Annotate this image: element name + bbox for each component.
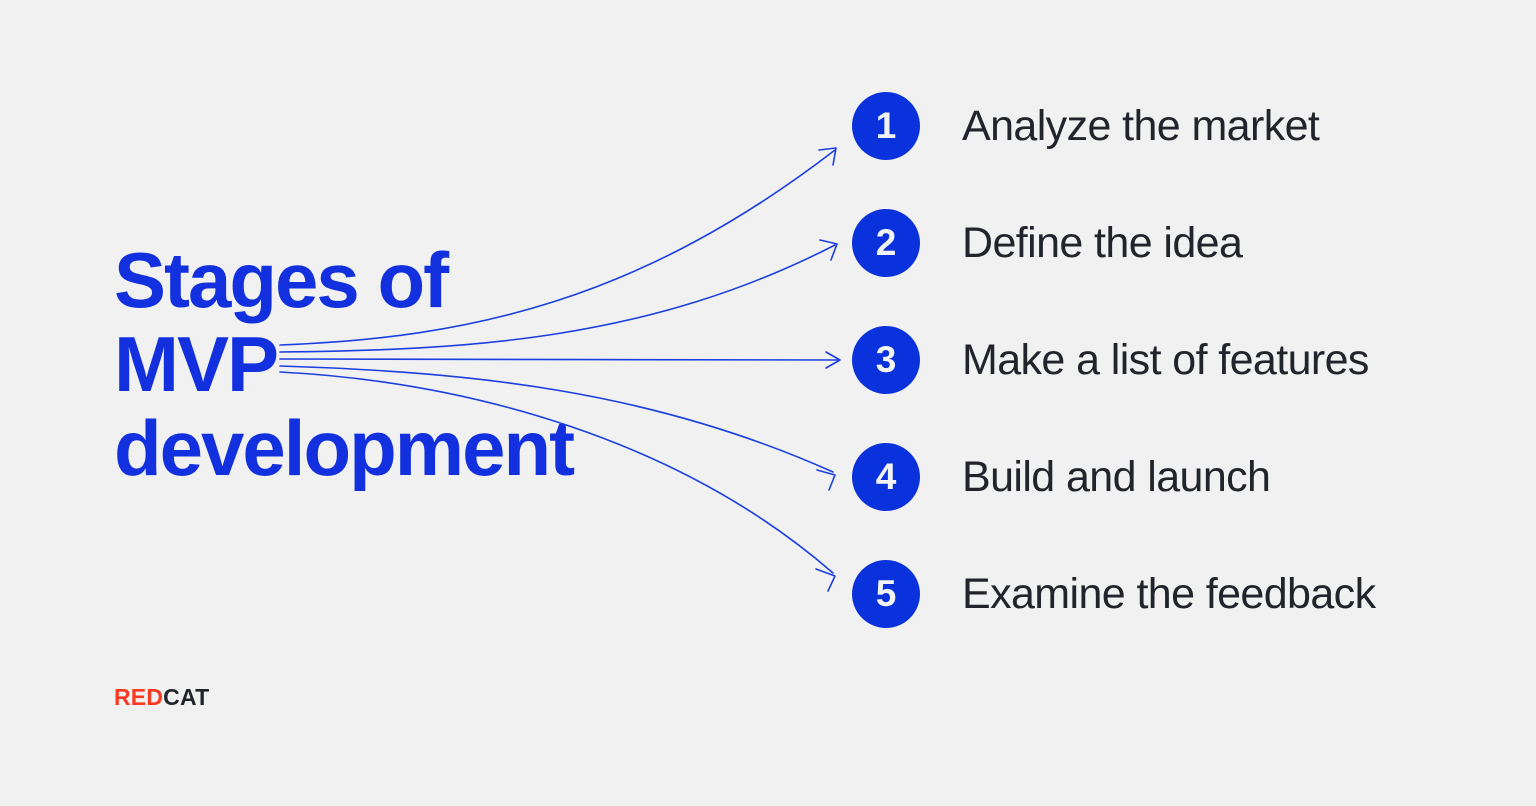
step-number-badge: 4 (852, 443, 920, 511)
connector-arrowhead-2 (819, 239, 838, 261)
step-number-badge: 5 (852, 560, 920, 628)
step-number-badge: 2 (852, 209, 920, 277)
title-line-1: Stages of (114, 236, 449, 324)
title-line-3: development (114, 404, 575, 492)
list-item[interactable]: 2 Define the idea (852, 209, 1512, 326)
step-number-badge: 3 (852, 326, 920, 394)
step-label: Build and launch (962, 453, 1271, 501)
brand-logo[interactable]: REDCAT (114, 686, 209, 709)
connector-arrowhead-5 (815, 568, 836, 592)
list-item[interactable]: 1 Analyze the market (852, 92, 1512, 209)
step-label: Make a list of features (962, 336, 1369, 384)
list-item[interactable]: 3 Make a list of features (852, 326, 1512, 443)
page-title: Stages of MVP development (114, 238, 674, 490)
list-item[interactable]: 5 Examine the feedback (852, 560, 1512, 677)
step-number-badge: 1 (852, 92, 920, 160)
step-label: Define the idea (962, 219, 1243, 267)
steps-list: 1 Analyze the market 2 Define the idea 3… (852, 92, 1512, 677)
connector-arrowhead-1 (818, 147, 837, 166)
connector-arrowhead-3 (825, 351, 841, 369)
list-item[interactable]: 4 Build and launch (852, 443, 1512, 560)
step-label: Analyze the market (962, 102, 1320, 150)
logo-text-red: RED (114, 684, 164, 710)
title-line-2: MVP (114, 320, 279, 408)
step-label: Examine the feedback (962, 570, 1376, 618)
connector-arrowhead-4 (816, 469, 836, 491)
logo-text-cat: CAT (163, 684, 210, 710)
